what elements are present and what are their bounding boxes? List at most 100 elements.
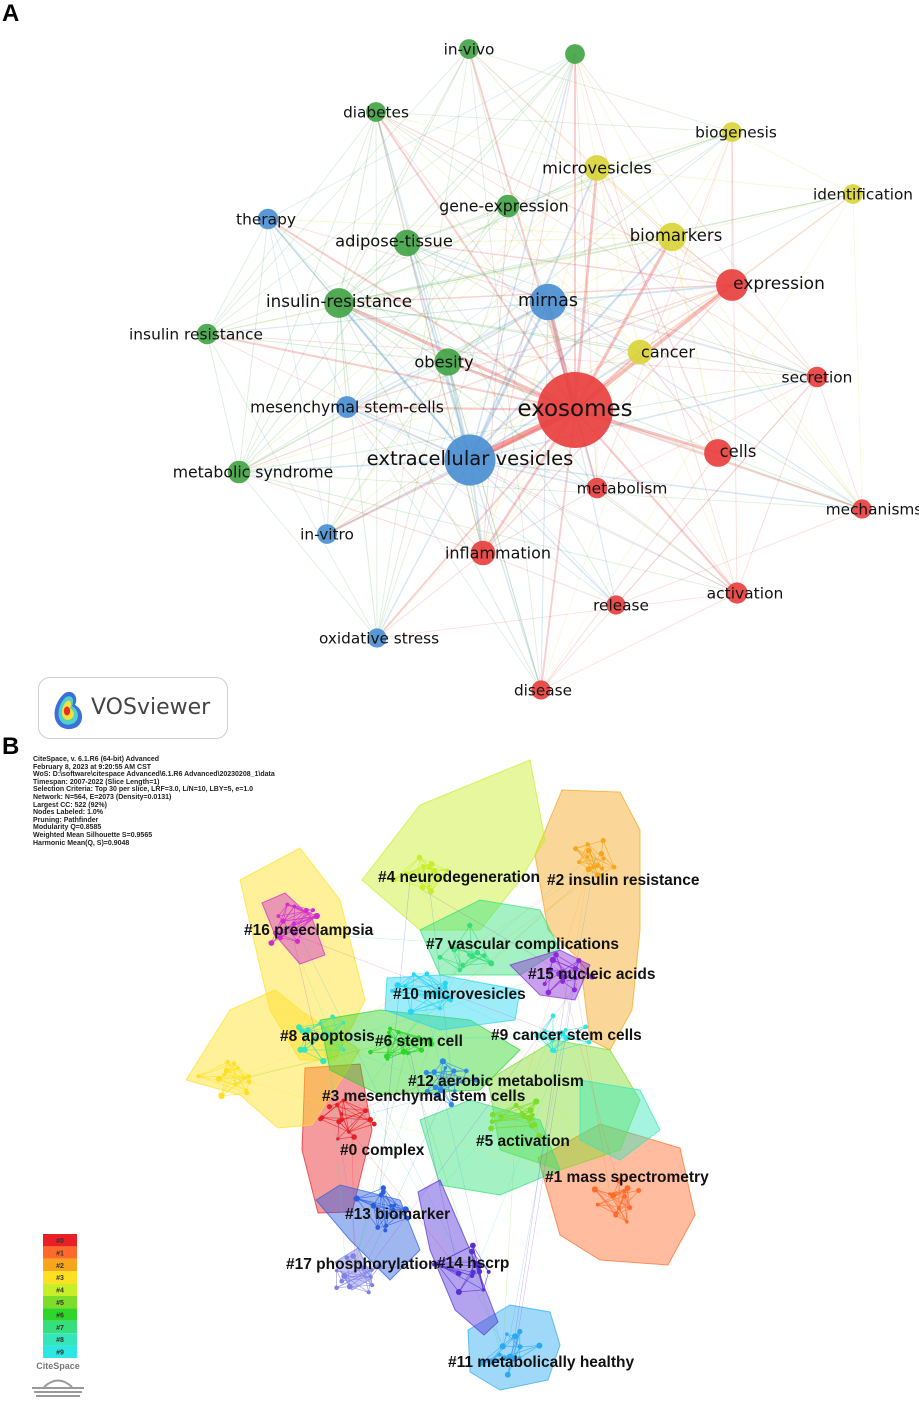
vos-edge (338, 111, 377, 304)
cs-edge (346, 1257, 351, 1287)
vos-node (367, 628, 387, 648)
cs-node (196, 1074, 201, 1079)
cs-edge (320, 1100, 344, 1120)
cs-edge (492, 1114, 524, 1117)
cs-edge (597, 1195, 625, 1205)
vos-node-label: exosomes (517, 396, 632, 422)
cs-edge (519, 1345, 540, 1348)
cs-edge (458, 925, 471, 944)
cs-node (455, 1289, 462, 1295)
vosviewer-logo: VOSviewer (38, 677, 228, 739)
cs-edge (554, 1041, 589, 1052)
cs-edge (426, 973, 446, 988)
cs-legend-label: #2 (56, 1263, 64, 1270)
vos-edge (267, 218, 617, 606)
cs-edge (385, 1217, 408, 1227)
vos-edge (326, 361, 449, 535)
cs-edge (407, 1041, 461, 1281)
cs-legend-swatch (43, 1320, 77, 1334)
cs-edge (356, 1187, 384, 1199)
cs-node (437, 1086, 444, 1094)
cs-edge (301, 1030, 324, 1062)
cs-node (505, 1332, 509, 1336)
cs-node (542, 982, 547, 986)
cs-edge (601, 853, 615, 868)
vos-edges (206, 48, 863, 691)
vos-edge (238, 459, 471, 473)
cs-cluster-label: #7 vascular complications (426, 936, 619, 953)
cs-edge (410, 998, 450, 1013)
vos-edge (338, 302, 378, 639)
vos-edge (469, 376, 818, 461)
cs-info-line: Pruning: Pathfinder (33, 816, 99, 824)
cs-node (312, 1036, 317, 1041)
cs-node (526, 1115, 534, 1122)
cs-edge (329, 1032, 468, 1279)
vos-edge (346, 131, 733, 408)
cs-node (517, 1328, 523, 1335)
cs-edge (370, 1036, 392, 1053)
cs-edge (578, 844, 589, 863)
cs-edge (320, 1118, 350, 1133)
cs-edge (356, 1198, 397, 1218)
cs-edge (363, 1077, 454, 1271)
vos-edge (468, 48, 576, 411)
cs-edge (328, 1040, 447, 1090)
cs-edge (413, 973, 446, 988)
cs-node (563, 1034, 570, 1042)
cs-node (334, 1268, 339, 1273)
vos-edge (540, 452, 719, 691)
cs-node (433, 990, 440, 998)
vos-edge (447, 361, 542, 691)
cs-edge (230, 1039, 405, 1082)
cs-edge (282, 920, 298, 942)
cs-legend-swatch (43, 1345, 77, 1358)
cs-node (510, 1355, 517, 1362)
cs-node (243, 1075, 247, 1080)
vos-edge (375, 111, 542, 691)
cs-node (303, 1029, 309, 1035)
cs-edge (349, 1286, 369, 1293)
cs-edge (594, 1189, 616, 1216)
cs-edge (458, 1263, 476, 1293)
vos-node-label: insulin resistance (129, 325, 263, 343)
cs-cluster-label: #1 mass spectrometry (545, 1169, 709, 1186)
cs-node (520, 1113, 527, 1119)
cs-edge (434, 1071, 477, 1081)
vos-edge (338, 242, 408, 304)
vos-edge (346, 405, 576, 412)
cs-edge (481, 1358, 514, 1364)
cs-edge (472, 1032, 569, 1280)
cs-node (585, 847, 592, 854)
cs-node (489, 1119, 495, 1125)
vos-edge (406, 236, 673, 244)
cs-edge (538, 1036, 553, 1041)
cs-edge (613, 1190, 639, 1196)
cs-node (423, 1069, 430, 1076)
cs-node (536, 1342, 543, 1349)
cs-edge (453, 1070, 456, 1092)
vos-edge (375, 111, 471, 461)
cs-edge (458, 942, 475, 946)
vos-edge (267, 218, 576, 411)
cs-edge (403, 1039, 422, 1051)
cs-node (591, 1186, 599, 1193)
cs-node (280, 918, 286, 924)
cs-edge (538, 1031, 563, 1037)
vos-edge (238, 111, 377, 473)
cs-edge (347, 1260, 468, 1272)
cs-edge (544, 1030, 556, 1052)
cs-edge (434, 1264, 474, 1273)
vos-edge (326, 236, 673, 535)
cs-node (292, 904, 297, 908)
cs-node (400, 1048, 407, 1055)
cs-node (390, 876, 397, 883)
vos-edge (238, 48, 470, 473)
vos-edge (376, 459, 471, 639)
cs-edge (398, 1031, 419, 1039)
cs-node (594, 872, 601, 879)
cs-edge (502, 1116, 517, 1347)
vos-node (257, 208, 279, 230)
cs-node (392, 1203, 397, 1208)
